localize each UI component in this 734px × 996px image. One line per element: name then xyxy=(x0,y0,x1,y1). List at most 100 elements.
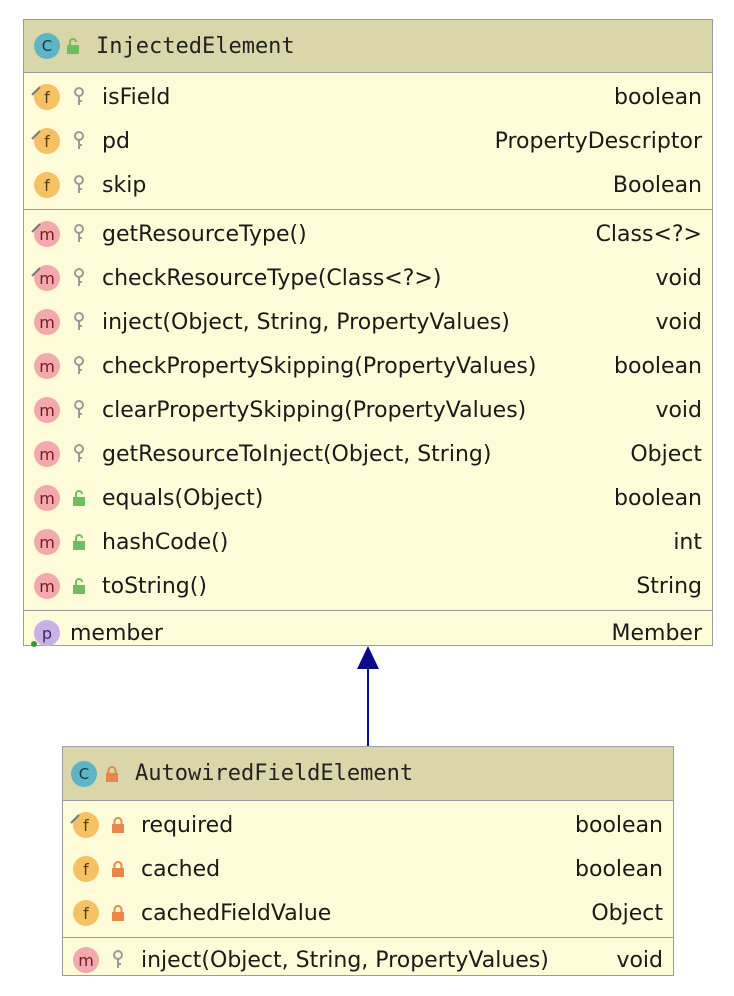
field-row[interactable]: f pd PropertyDescriptor xyxy=(24,119,712,163)
member-name: member xyxy=(70,620,163,646)
package-key-icon xyxy=(70,399,88,421)
member-type: Object xyxy=(591,900,663,926)
member-name: hashCode() xyxy=(102,529,229,555)
member-name: checkPropertySkipping(PropertyValues) xyxy=(102,353,537,379)
member-name: pd xyxy=(102,128,130,154)
class-box-injected-element[interactable]: C InjectedElement f isField boolean f pd Prop… xyxy=(23,19,713,647)
member-type: void xyxy=(616,947,663,973)
field-icon: f xyxy=(73,856,99,882)
public-icon xyxy=(70,487,88,509)
package-key-icon xyxy=(70,174,88,196)
private-lock-icon xyxy=(109,814,127,836)
method-row[interactable]: m inject(Object, String, PropertyValues) v… xyxy=(63,938,673,982)
member-type: Member xyxy=(611,620,703,646)
public-icon xyxy=(70,575,88,597)
member-type: boolean xyxy=(614,485,702,511)
package-key-icon xyxy=(109,949,127,971)
field-icon: f xyxy=(70,809,99,838)
package-key-icon xyxy=(70,355,88,377)
class-icon: C xyxy=(71,760,97,787)
method-icon: m xyxy=(34,353,60,379)
method-row[interactable]: m checkResourceType(Class<?>) void xyxy=(24,256,712,300)
member-type: boolean xyxy=(575,812,663,838)
methods-section: m inject(Object, String, PropertyValues) v… xyxy=(63,938,673,982)
member-name: toString() xyxy=(102,573,207,599)
member-type: String xyxy=(636,573,702,599)
member-name: cachedFieldValue xyxy=(141,900,332,926)
package-key-icon xyxy=(70,443,88,465)
method-icon: m xyxy=(31,218,60,247)
member-name: isField xyxy=(102,84,171,110)
package-key-icon xyxy=(70,311,88,333)
class-name: InjectedElement xyxy=(96,33,295,59)
field-row[interactable]: f required boolean xyxy=(63,803,673,847)
member-name: getResourceToInject(Object, String) xyxy=(102,441,492,467)
member-type: void xyxy=(655,265,702,291)
method-row[interactable]: m equals(Object) boolean xyxy=(24,476,712,520)
field-icon: f xyxy=(31,128,60,154)
member-name: inject(Object, String, PropertyValues) xyxy=(141,947,549,973)
public-icon xyxy=(64,35,82,57)
member-type: void xyxy=(655,309,702,335)
package-key-icon xyxy=(70,130,88,152)
override-marker-icon xyxy=(31,81,41,96)
field-row[interactable]: f cachedFieldValue Object xyxy=(63,891,673,935)
member-type: Object xyxy=(630,441,702,467)
method-row[interactable]: m hashCode() int xyxy=(24,520,712,564)
member-name: skip xyxy=(102,172,147,198)
member-name: getResourceType() xyxy=(102,221,307,247)
method-icon: m xyxy=(34,441,60,467)
member-name: required xyxy=(141,812,234,838)
member-name: cached xyxy=(141,856,221,882)
member-type: PropertyDescriptor xyxy=(494,128,702,154)
method-row[interactable]: m getResourceToInject(Object, String) Obje… xyxy=(24,432,712,476)
override-marker-icon xyxy=(70,809,80,824)
field-icon: f xyxy=(73,900,99,926)
private-lock-icon xyxy=(109,858,127,880)
member-name: inject(Object, String, PropertyValues) xyxy=(102,309,510,335)
member-name: equals(Object) xyxy=(102,485,264,511)
class-name: AutowiredFieldElement xyxy=(135,761,414,786)
class-box-autowired-field-element[interactable]: C AutowiredFieldElement f required boolean… xyxy=(62,746,674,976)
member-type: boolean xyxy=(614,84,702,110)
public-icon xyxy=(70,531,88,553)
method-icon: m xyxy=(34,529,60,555)
private-lock-icon xyxy=(109,902,127,924)
package-key-icon xyxy=(70,267,88,289)
inheritance-arrowhead xyxy=(357,646,379,669)
member-type: void xyxy=(655,397,702,423)
member-type: int xyxy=(673,529,702,555)
field-icon: f xyxy=(31,81,60,110)
property-marker-icon xyxy=(31,641,37,647)
property-icon: p xyxy=(31,620,60,647)
method-icon: m xyxy=(34,397,60,423)
override-marker-icon xyxy=(31,218,41,233)
method-icon: m xyxy=(31,265,60,291)
package-key-icon xyxy=(70,223,88,245)
class-header[interactable]: C AutowiredFieldElement xyxy=(63,747,673,801)
method-icon: m xyxy=(34,573,60,599)
field-row[interactable]: f skip Boolean xyxy=(24,163,712,207)
fields-section: f isField boolean f pd PropertyDescriptor f ski… xyxy=(24,73,712,210)
method-row[interactable]: m toString() String xyxy=(24,564,712,608)
field-row[interactable]: f isField boolean xyxy=(24,75,712,119)
member-name: checkResourceType(Class<?>) xyxy=(102,265,442,291)
member-type: Boolean xyxy=(612,172,702,198)
method-icon: m xyxy=(34,485,60,511)
member-name: clearPropertySkipping(PropertyValues) xyxy=(102,397,527,423)
field-icon: f xyxy=(34,172,60,198)
class-header[interactable]: C InjectedElement xyxy=(24,20,712,73)
method-row[interactable]: m clearPropertySkipping(PropertyValues) vo… xyxy=(24,388,712,432)
private-lock-icon xyxy=(103,763,121,785)
package-key-icon xyxy=(70,86,88,108)
method-icon: m xyxy=(73,947,99,973)
